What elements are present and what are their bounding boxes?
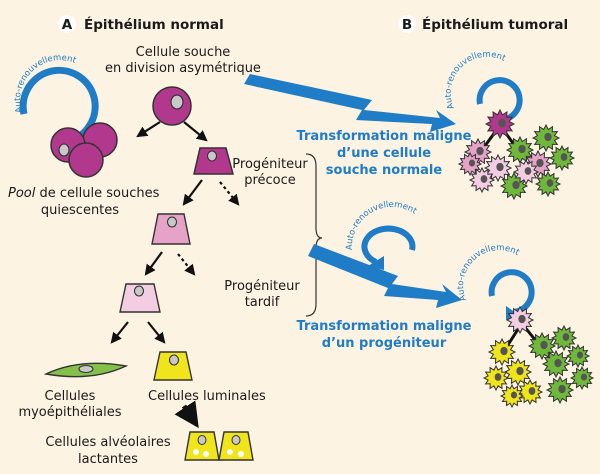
tumor1-cell-0-nucleus (498, 118, 506, 128)
late-progenitor-label-line1: Progéniteur (224, 279, 300, 294)
early-progenitor-cell (193, 147, 234, 175)
myoepithelial-label-line2: myoépithéliales (18, 405, 121, 420)
tumor-cluster-progenitor-origin (482, 305, 595, 409)
myoepithelial-label-line1: Cellules (45, 389, 96, 404)
panel-b-letter-badge (398, 15, 416, 33)
pool-label-line2: quiescentes (41, 203, 119, 218)
tumor2-cell-8-nucleus (528, 387, 536, 395)
luminal-label: Cellules luminales (148, 389, 266, 404)
tumor2-cell-7-nucleus (494, 373, 502, 381)
arrow-mid-to-late (144, 251, 163, 276)
early-progenitor-label-line1: Progéniteur (232, 157, 308, 172)
alveolar-label-line2: lactantes (78, 452, 138, 467)
late-progenitor-cell (119, 283, 161, 313)
tumor2-cell-9-nucleus (558, 384, 566, 394)
tumor1-cell-9-nucleus (546, 179, 554, 187)
tumor2-cell-1-nucleus (500, 346, 508, 356)
alveolar-cells (184, 431, 254, 461)
tumor2-cell-3-nucleus (562, 333, 570, 341)
panel-b-header: B Épithélium tumoral (398, 15, 568, 33)
transformation-progenitor-line1: Transformation maligne (297, 319, 472, 334)
arrow-early-to-mid (182, 179, 203, 206)
tumor1-cell-3-nucleus (544, 132, 552, 142)
self-renewal-label-a: Auto-renouvellement (13, 53, 78, 114)
tumor2-cell-6-nucleus (576, 351, 584, 359)
tumor1-cell-10-nucleus (468, 159, 476, 167)
late-progenitor-label-line2: tardif (245, 295, 280, 310)
tumor1-cell-6-nucleus (560, 153, 568, 161)
mid-progenitor-cell (151, 213, 191, 245)
arrow-mid-dotted (177, 253, 196, 276)
panel-a-letter-badge (58, 15, 76, 33)
tumor1-cell-7-nucleus (480, 175, 488, 183)
tumor-cluster-stem-origin (457, 108, 576, 201)
panel-a-title: Épithélium normal (84, 16, 224, 33)
luminal-cell (153, 351, 193, 381)
self-renewal-arrow-b1: Auto-renouvellement (444, 50, 523, 128)
arrow-luminal-to-alveolar (174, 400, 199, 429)
panel-a-letter: A (62, 17, 73, 33)
tumor1-cell-5-nucleus (536, 158, 544, 168)
panel-b-title: Épithélium tumoral (422, 16, 568, 33)
lightning-arrow-stem-transformation (244, 74, 456, 132)
self-renewal-arrow-b2: Auto-renouvellement (345, 200, 419, 270)
tumor1-cell-1-nucleus (476, 146, 484, 156)
lightning-arrow-progenitor-transformation (308, 244, 462, 308)
pool-label-line1: Pool de cellule souches (8, 186, 160, 201)
panel-a-header: A Épithélium normal (58, 15, 224, 33)
transformation-stem-line3: souche normale (326, 163, 443, 178)
transformation-stem-line2: d’une cellule (337, 146, 431, 161)
dividing-stem-cell (152, 86, 192, 126)
stem-cell-label-line1: Cellule souche (136, 45, 231, 60)
panel-b-letter: B (402, 17, 412, 33)
alveolar-label-line1: Cellules alvéolaires (45, 435, 171, 450)
tumor2-cell-11-nucleus (510, 391, 518, 399)
self-renewal-label-b2: Auto-renouvellement (345, 200, 419, 250)
arrow-stem-to-pool (136, 121, 161, 138)
tumor1-cell-2-nucleus (518, 144, 526, 154)
arrow-stem-to-progenitor (183, 121, 208, 142)
transformation-progenitor-line2: d’un progéniteur (322, 336, 447, 351)
tumor2-cell-0-nucleus (518, 314, 526, 324)
tumor2-cell-10-nucleus (580, 373, 588, 381)
tumor2-cell-2-nucleus (540, 340, 548, 350)
quiescent-stem-cell-pool (50, 122, 118, 178)
arrow-late-to-luminal (147, 321, 166, 344)
tumor1-cell-8-nucleus (512, 180, 520, 190)
tumor2-cell-4-nucleus (516, 366, 524, 376)
stem-cell-label-line2: en division asymétrique (105, 61, 261, 76)
tumor2-cell-5-nucleus (554, 358, 562, 368)
tumor1-cell-4-nucleus (496, 162, 504, 172)
progenitor-brace (305, 153, 323, 317)
myoepithelial-cell (43, 362, 129, 378)
arrow-early-dotted (219, 181, 240, 206)
early-progenitor-label-line2: précoce (244, 173, 296, 188)
arrow-late-to-myo (110, 321, 129, 344)
transformation-stem-line1: Transformation maligne (297, 129, 472, 144)
tumor1-cell-11-nucleus (524, 167, 532, 175)
